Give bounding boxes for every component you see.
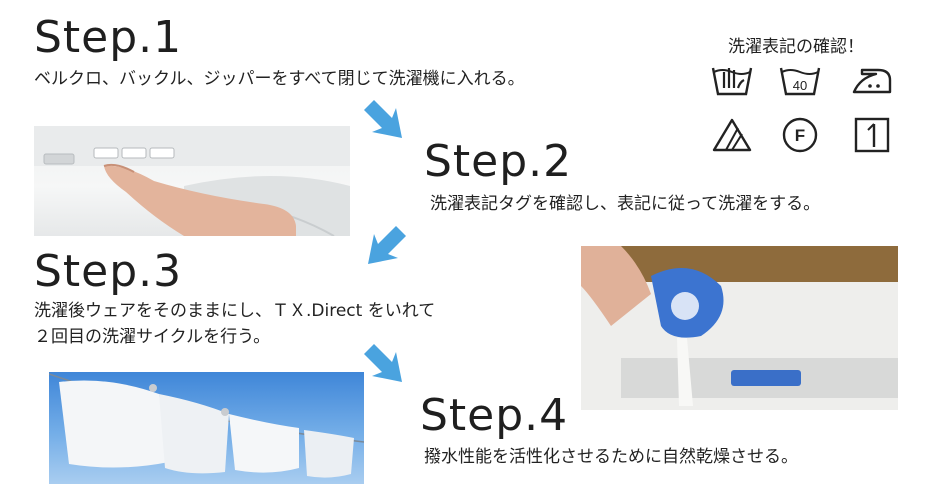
step-4-text: 撥水性能を活性化させるために自然乾燥させる。 [424,447,798,467]
arrow-down-right-icon-2 [364,344,402,382]
step-3-text-line-2: ２回目の洗濯サイクルを行う。 [34,327,271,347]
care-symbols-title: 洗濯表記の確認！ [728,37,864,57]
detergent-pouring-illustration [581,246,898,410]
line-drying-photo [49,372,364,484]
bleach-icon [712,118,752,152]
line-dry-icon [854,117,890,153]
step-4-title: Step.4 [420,390,569,441]
wash-40-icon: 40 [779,67,821,96]
arrow-down-left-icon [368,226,406,264]
step-1-title: Step.1 [34,12,183,63]
hand-wash-icon [711,67,753,96]
step-2-title: Step.2 [424,136,573,187]
step-3-title: Step.3 [34,246,183,297]
step-2-text: 洗濯表記タグを確認し、表記に従って洗濯をする。 [430,194,821,214]
dry-clean-f-icon: F [782,117,818,153]
step-3-text-line-1: 洗濯後ウェアをそのままにし、ＴＸ.Direct をいれて [34,301,436,321]
detergent-pouring-photo [581,246,898,410]
washing-machine-illustration [34,126,350,236]
arrow-down-right-icon [364,100,402,138]
line-drying-illustration [49,373,364,478]
dry-clean-f-label: F [795,126,805,145]
wash-40-label: 40 [793,78,807,93]
iron-low-icon [852,68,892,94]
step-1-text: ベルクロ、バックル、ジッパーをすべて閉じて洗濯機に入れる。 [34,69,525,89]
washing-machine-button-photo [34,126,350,236]
